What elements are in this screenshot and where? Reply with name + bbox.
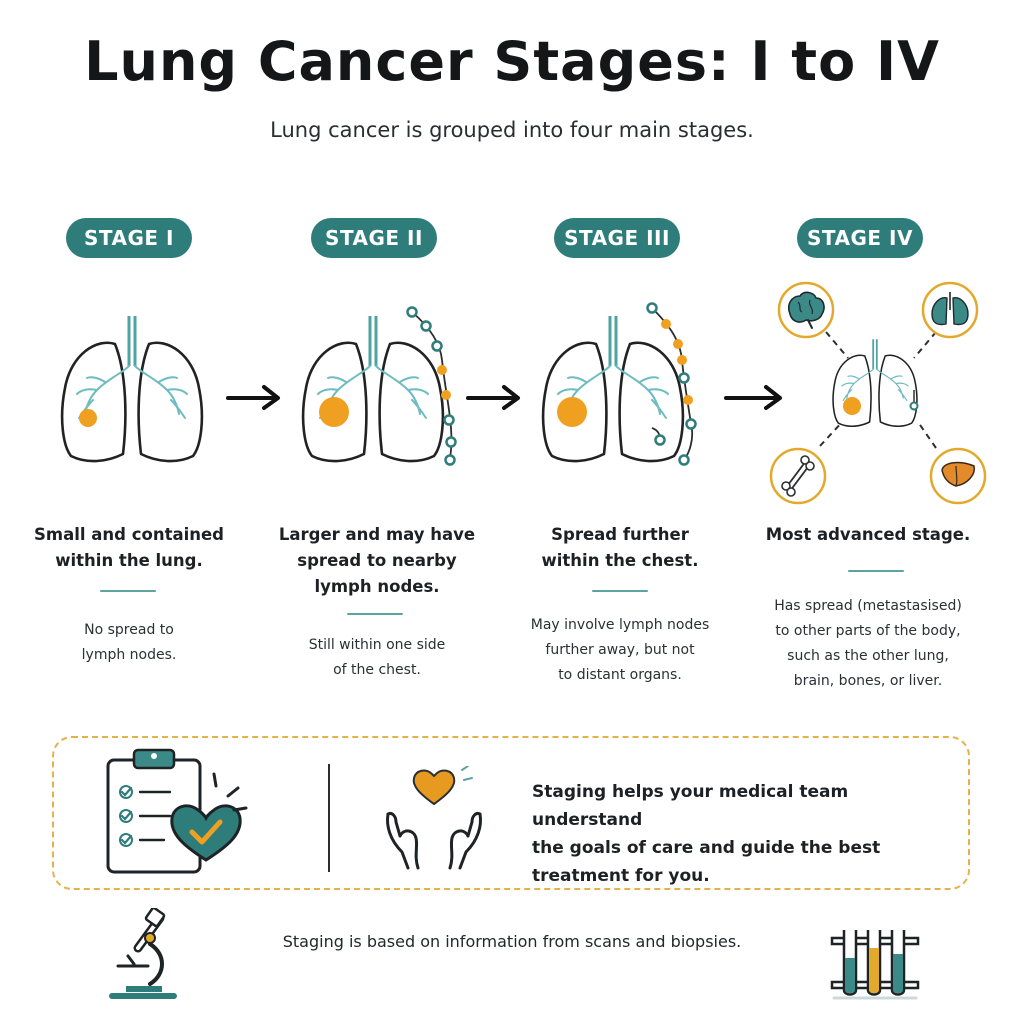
test-tubes-icon <box>830 930 920 1000</box>
stage-3-badge: STAGE III <box>554 218 680 258</box>
heart-check-icon <box>170 772 248 862</box>
lymph-node-chain-icon <box>406 306 457 466</box>
stage-1-lungs-icon <box>60 314 204 463</box>
stage-4-heading: Most advanced stage. <box>765 525 971 544</box>
stage-4-column: STAGE IV <box>745 218 975 258</box>
arrow-right-icon <box>226 385 280 410</box>
staging-info-box: Staging helps your medical team understa… <box>52 736 970 890</box>
stage-1-column: STAGE I <box>14 218 244 258</box>
lungs-icon <box>921 281 979 339</box>
arrow-right-icon <box>724 385 782 410</box>
stage-2-heading: Larger and may have spread to nearby lym… <box>278 525 476 596</box>
brain-icon <box>777 281 835 339</box>
clipboard-checklist-icon <box>106 748 248 874</box>
stage-1-detail: No spread to lymph nodes. <box>81 622 177 663</box>
stage-1-heading: Small and contained within the lung. <box>34 525 224 570</box>
stage-4-metastasis-diagram <box>769 281 987 505</box>
stage-3-column: STAGE III <box>502 218 732 258</box>
page-subtitle: Lung cancer is grouped into four main st… <box>270 118 754 142</box>
stage-2-divider <box>347 613 403 615</box>
stage-4-detail: Has spread (metastasised) to other parts… <box>774 598 962 689</box>
arrow-right-icon <box>466 385 520 410</box>
stage-1-divider <box>100 590 156 592</box>
stage-4-badge: STAGE IV <box>797 218 923 258</box>
stage-2-lungs-icon <box>301 306 457 466</box>
stage-2-column: STAGE II <box>259 218 489 258</box>
page-title: Lung Cancer Stages: I to IV <box>84 30 940 93</box>
stage-2-badge: STAGE II <box>311 218 437 258</box>
stage-2-detail: Still within one side of the chest. <box>308 637 446 678</box>
stage-1-badge: STAGE I <box>66 218 192 258</box>
stage-3-detail: May involve lymph nodes further away, bu… <box>530 617 710 683</box>
caring-hands-heart-icon <box>386 766 482 870</box>
stage-3-divider <box>592 590 648 592</box>
staging-info-text: Staging helps your medical team understa… <box>532 782 881 886</box>
stage-3-heading: Spread further within the chest. <box>541 525 699 570</box>
stage-4-divider <box>848 570 904 572</box>
microscope-icon <box>109 908 177 999</box>
stage-3-lungs-icon <box>541 302 697 466</box>
bone-icon <box>769 447 827 505</box>
lymph-node-chain-icon <box>646 302 697 466</box>
footer-note: Staging is based on information from sca… <box>282 932 742 951</box>
liver-icon <box>929 447 987 505</box>
info-divider <box>328 764 330 872</box>
